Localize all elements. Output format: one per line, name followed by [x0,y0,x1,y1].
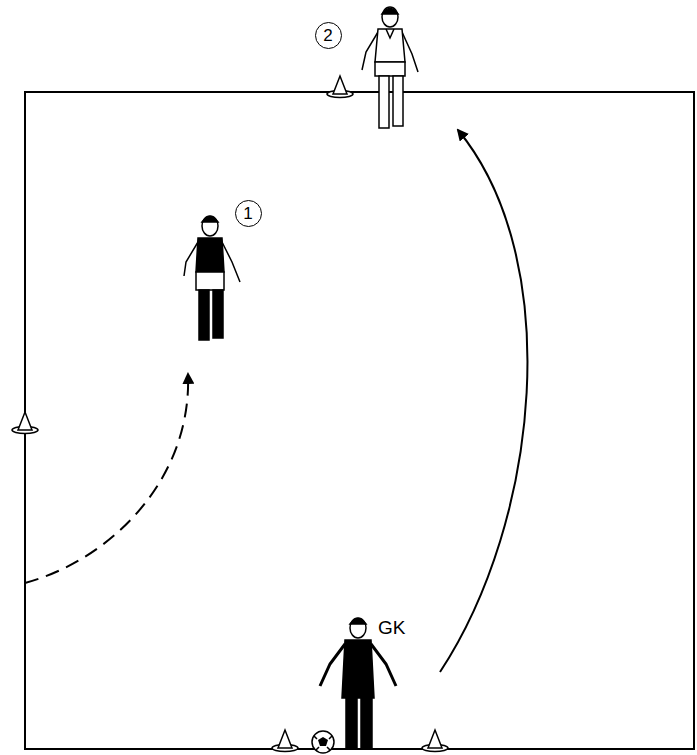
callout-circle: 2 [315,22,342,49]
player-figure [362,7,418,128]
soccer-ball [312,731,334,753]
goalkeeper-figure [320,618,396,748]
cones [12,76,448,752]
pass-arrow [440,130,527,672]
player-figure [184,216,240,340]
callout-circle: 1 [235,200,262,227]
callout-number: 1 [243,205,252,222]
field-boundary [25,92,694,749]
run-arrow [25,374,188,583]
callout-number: 2 [323,27,332,44]
player-label: GK [378,618,405,637]
